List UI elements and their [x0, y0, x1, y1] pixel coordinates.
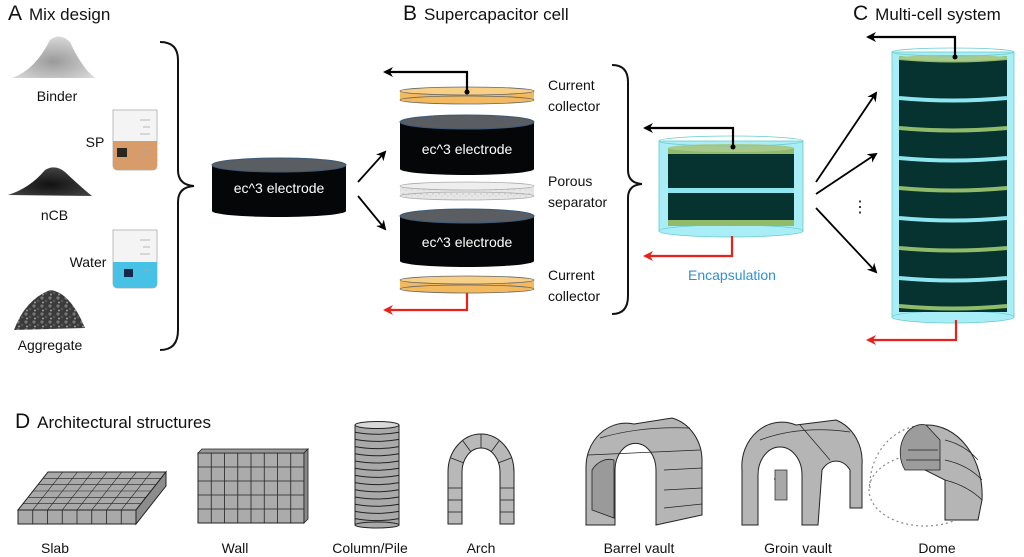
dome-structure: [868, 424, 983, 527]
arrow-to-bottom-electrode: [357, 195, 387, 231]
ec3-electrode-single: [211, 157, 347, 217]
cell-band: [898, 186, 1008, 193]
ingredient-ncb-label: nCB: [40, 207, 69, 223]
separator-label-line1: Porous: [548, 173, 593, 189]
encapsulation-label: Encapsulation: [688, 267, 776, 283]
aggregate-gravel-icon: [14, 290, 85, 330]
structure-label-groin-vault: Groin vault: [764, 540, 832, 556]
bottom-ec3-electrode: [399, 208, 535, 267]
top-ec3-electrode: [399, 114, 535, 175]
cell-band: [898, 156, 1008, 163]
panel-a-letter: A: [8, 2, 23, 25]
arrow-to-top-electrode: [357, 150, 387, 183]
bottom-collector-label-line2: collector: [548, 288, 601, 304]
brace-mix: [159, 41, 195, 351]
panel-b-title-text: Supercapacitor cell: [424, 5, 569, 24]
negative-wire-multicell: [866, 320, 958, 345]
cell-band: [898, 96, 1008, 103]
structure-label-wall: Wall: [221, 540, 249, 556]
structure-label-column: Column/Pile: [332, 540, 408, 556]
top-collector-label-line2: collector: [548, 98, 601, 114]
arrow-to-multicell-1: [815, 91, 878, 183]
panel-d-title-text: Architectural structures: [37, 413, 212, 432]
ingredient-binder-label: Binder: [36, 88, 78, 104]
wall-top: [197, 448, 309, 454]
encapsulated-cell: [658, 135, 804, 238]
negative-wire-cell: [643, 236, 734, 261]
ingredient-aggregate-label: Aggregate: [17, 337, 83, 353]
separator-label-line2: separator: [548, 194, 608, 210]
wall-structure: [197, 448, 309, 524]
ellipsis-indicator: ⋮: [852, 199, 868, 216]
arrow-to-multicell-2: [815, 152, 878, 195]
structure-label-slab: Slab: [40, 540, 70, 556]
panel-c-title: C Multi-cell system: [853, 2, 1001, 26]
groin-vault-structure: [741, 419, 863, 526]
bottom-current-collector: [399, 275, 535, 294]
panel-c-title-text: Multi-cell system: [875, 5, 1001, 24]
multi-cell-stack: [891, 47, 1015, 324]
structure-label-dome: Dome: [918, 540, 956, 556]
cell-band: [898, 276, 1008, 283]
electrode-top-label: ec^3 electrode: [421, 141, 513, 157]
structure-label-barrel-vault: Barrel vault: [603, 540, 675, 556]
porous-separator: [399, 181, 535, 201]
separator-label: Porous separator: [548, 171, 607, 213]
positive-wire-b: [383, 67, 469, 92]
bottom-collector-label: Current collector: [548, 265, 600, 307]
panel-d-letter: D: [15, 410, 31, 433]
panel-d-title: D Architectural structures: [15, 410, 211, 434]
panel-b-title: B Supercapacitor cell: [403, 2, 569, 26]
sp-beaker-icon: [112, 109, 158, 171]
electrode-single-label: ec^3 electrode: [233, 180, 325, 196]
brace-cell: [611, 64, 643, 315]
column-structure: [354, 421, 400, 529]
panel-a-title: A Mix design: [8, 2, 110, 26]
panel-c-letter: C: [853, 2, 869, 25]
structure-label-arch: Arch: [466, 540, 496, 556]
ingredient-sp-label: SP: [85, 134, 105, 150]
electrode-bottom-label: ec^3 electrode: [421, 234, 513, 250]
cell-band: [898, 126, 1008, 133]
ncb-powder-icon: [8, 167, 92, 196]
panel-a-title-text: Mix design: [29, 5, 111, 24]
water-beaker-icon: [112, 229, 158, 289]
cell-band: [898, 246, 1008, 253]
positive-wire-cell: [643, 123, 735, 148]
slab-structure: [16, 470, 168, 526]
bottom-collector-label-line1: Current: [548, 267, 595, 283]
cell-band: [898, 304, 1008, 311]
positive-wire-multicell: [866, 32, 957, 58]
top-collector-label-line1: Current: [548, 77, 595, 93]
barrel-vault-structure: [585, 417, 703, 526]
negative-wire-b: [383, 293, 469, 315]
ingredient-water-label: Water: [69, 254, 107, 270]
cell-band: [898, 216, 1008, 223]
binder-powder-icon: [12, 36, 95, 78]
column-top: [354, 421, 400, 429]
panel-b-letter: B: [403, 2, 418, 25]
arch-structure: [447, 433, 515, 525]
wall-side: [303, 448, 309, 524]
arrow-to-multicell-3: [815, 207, 878, 274]
top-collector-label: Current collector: [548, 75, 600, 117]
